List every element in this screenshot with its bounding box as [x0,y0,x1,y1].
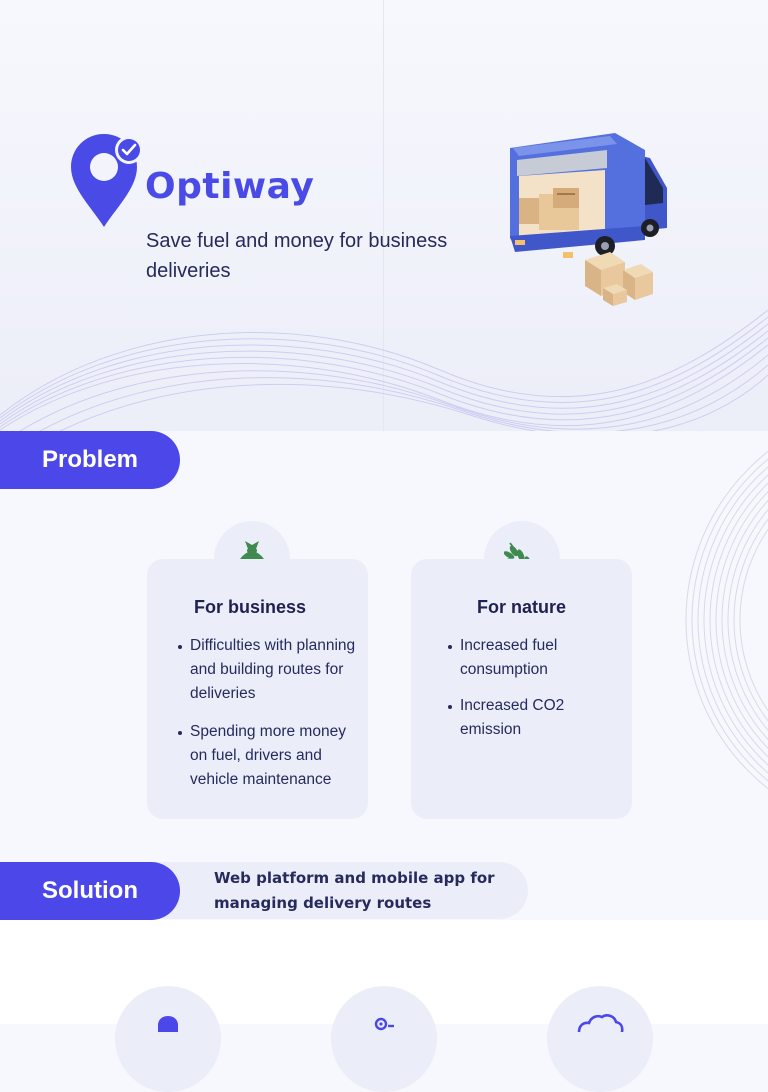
cloud-icon [577,1014,624,1032]
nature-card-title: For nature [476,597,566,617]
circular-lines-decoration [685,450,768,790]
list-item: Difficulties with planning and building … [178,634,360,706]
feature-badge-3 [547,986,653,1092]
hero-tagline: Save fuel and money for business deliver… [146,230,448,282]
feature-badge-2 [331,986,437,1092]
business-problem-card: Difficulties with planning and building … [147,559,368,819]
location-icon [158,1016,178,1032]
problem-section-label: Problem [0,431,180,489]
list-item: Spending more money on fuel, drivers and… [178,720,360,792]
business-card-title: For business [193,597,307,617]
solution-section-label: Solution [0,862,180,920]
delivery-truck-illustration [510,133,667,306]
hero-divider [383,0,384,431]
feature-badge-1 [115,986,221,1092]
nature-problem-card: Increased fuel consumption Increased CO2… [411,559,632,819]
location-pin-check-icon [71,134,143,227]
solution-description-band [150,862,528,919]
route-icon [374,1017,394,1031]
brand-name: Optiway [145,166,315,207]
hero-section: Optiway Save fuel and money for business… [0,0,768,431]
list-item: Increased CO2 emission [448,694,610,742]
solution-description: Web platform and mobile app for managing… [214,869,495,912]
wave-lines-decoration [0,309,768,431]
list-item: Increased fuel consumption [448,634,610,682]
